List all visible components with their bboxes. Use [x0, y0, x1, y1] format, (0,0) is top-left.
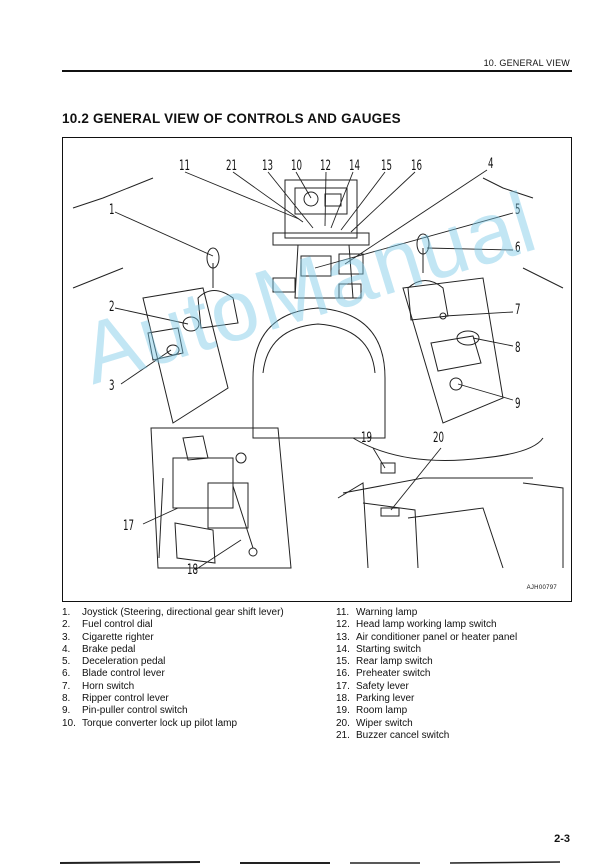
callout-11: 11 [179, 158, 191, 174]
deceleration-pedal-shape [300, 255, 332, 277]
callout-8: 8 [515, 340, 521, 356]
room-lamp-shape [380, 462, 396, 474]
callout-9: 9 [515, 396, 521, 412]
legend-item: 16.Preheater switch [336, 668, 431, 680]
callout-13: 13 [262, 158, 274, 174]
callout-6: 6 [515, 240, 521, 256]
legend-item: 3.Cigarette righter [62, 631, 154, 643]
legend-item: 19.Room lamp [336, 705, 408, 717]
callout-21: 21 [226, 158, 238, 174]
legend-right: 11.Warning lamp 12.Head lamp working lam… [336, 607, 576, 742]
legend-item: 8.Ripper control lever [62, 693, 169, 705]
legend-item: 2.Fuel control dial [62, 619, 153, 631]
legend-item: 1.Joystick (Steering, directional gear s… [62, 607, 284, 618]
cab-illustration [72, 169, 564, 571]
legend-item: 17.Safety lever [336, 680, 409, 692]
side-console-inset [150, 427, 292, 569]
scan-footer-marks [59, 861, 561, 864]
legend-item: 10.Torque converter lock up pilot lamp [62, 717, 238, 729]
callout-12: 12 [320, 158, 332, 174]
callout-16: 16 [411, 158, 423, 174]
callout-1: 1 [109, 202, 115, 218]
legend-item: 11.Warning lamp [336, 607, 418, 618]
legend-item: 4.Brake pedal [62, 643, 136, 655]
callout-15: 15 [381, 158, 393, 174]
callout-20: 20 [433, 430, 445, 446]
ceiling-inset [331, 438, 543, 568]
callout-2: 2 [109, 299, 115, 315]
callout-3: 3 [109, 378, 115, 394]
callout-17: 17 [123, 518, 135, 534]
left-console [142, 287, 229, 424]
brake-pedal-shape [338, 253, 364, 275]
legend-item: 21.Buzzer cancel switch [336, 729, 450, 741]
legend-item: 12.Head lamp working lamp switch [336, 619, 497, 631]
blade-lever-shape [416, 233, 430, 255]
callout-18: 18 [187, 562, 199, 578]
page-number: 2-3 [554, 833, 570, 845]
ripper-lever-shape [430, 335, 482, 372]
callout-4: 4 [488, 156, 494, 172]
section-title: 10.2 GENERAL VIEW OF CONTROLS AND GAUGES [62, 111, 401, 126]
joystick-shape [206, 247, 220, 269]
controls-figure: 11 21 13 10 12 14 15 16 4 1 5 6 2 7 8 3 … [62, 137, 572, 602]
header-rule [62, 70, 572, 72]
callout-5: 5 [515, 202, 521, 218]
wiper-switch-shape [380, 507, 400, 517]
legend-item: 7.Horn switch [62, 680, 135, 692]
legend-left: 1.Joystick (Steering, directional gear s… [62, 607, 302, 730]
legend-item: 5.Deceleration pedal [62, 656, 166, 668]
legend-item: 13.Air conditioner panel or heater panel [336, 631, 518, 643]
callout-14: 14 [349, 158, 361, 174]
running-header: 10. GENERAL VIEW [483, 58, 570, 68]
callout-7: 7 [515, 302, 521, 318]
legend-item: 9.Pin-puller control switch [62, 705, 188, 717]
legend-item: 15.Rear lamp switch [336, 656, 433, 668]
leader-lines [114, 169, 514, 571]
legend-item: 18.Parking lever [336, 693, 415, 705]
callout-19: 19 [361, 430, 373, 446]
parking-lever-shape [232, 485, 254, 549]
legend-item: 6.Blade control lever [62, 668, 165, 680]
legend-item: 14.Starting switch [336, 643, 422, 655]
callout-10: 10 [291, 158, 303, 174]
legend-item: 20.Wiper switch [336, 717, 413, 729]
figure-code: AJH00797 [526, 585, 557, 591]
operator-seat [252, 307, 386, 439]
right-console [402, 277, 504, 424]
